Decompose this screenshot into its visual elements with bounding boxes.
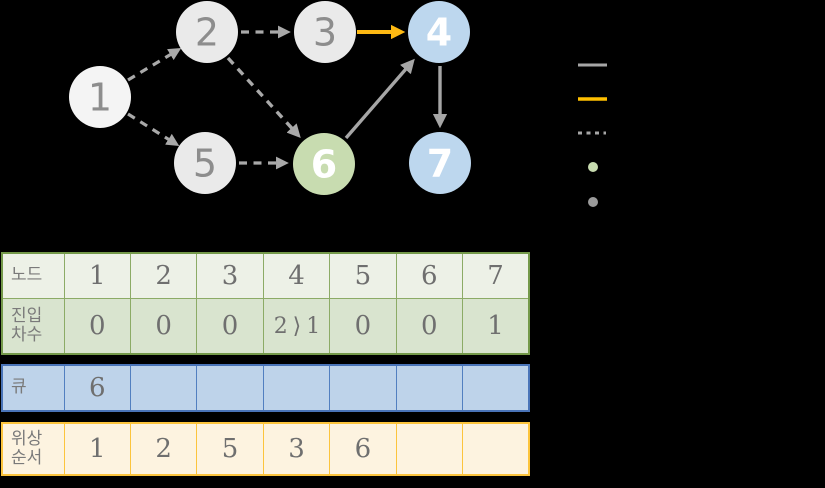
node-cell: 3: [196, 252, 264, 299]
indegree-cell: 0: [129, 298, 198, 355]
order-cell: 6: [329, 422, 397, 476]
indegree-cell: 0: [196, 298, 264, 355]
edge-2-6: [226, 56, 301, 139]
queue-cell: 6: [63, 364, 131, 412]
queue-cell: [196, 364, 264, 412]
queue-cell: [395, 364, 464, 412]
edge-1-5: [127, 112, 180, 147]
graph-edges: [127, 24, 448, 170]
node-cell: 4: [262, 252, 331, 299]
legend-green-dot: [588, 162, 598, 172]
node-3-label: 3: [313, 10, 337, 54]
order-cell: 5: [196, 422, 264, 476]
order-row-label: 위상 순서: [1, 422, 65, 476]
node-cell: 2: [129, 252, 198, 299]
graph-node-7: 7: [409, 132, 471, 194]
indegree-cell: 0: [329, 298, 397, 355]
indegree-row-label: 진입 차수: [1, 298, 65, 355]
queue-cell: [462, 364, 530, 412]
order-label-line1: 위상: [11, 428, 43, 449]
node-cell: 7: [462, 252, 530, 299]
queue-cell: [262, 364, 331, 412]
node-1-label: 1: [88, 75, 112, 119]
node-indegree-table: 노드 1 2 3 4 5 6 7 진입 차수 0 0 0 2 ⟩ 1 0 0 1: [1, 252, 530, 355]
node-cell: 5: [329, 252, 397, 299]
queue-row-label: 큐: [1, 364, 65, 412]
indegree-label-line1: 진입: [11, 305, 43, 326]
legend: [578, 63, 607, 207]
order-cell: 1: [63, 422, 131, 476]
graph-node-4: 4: [408, 1, 470, 63]
node-cell: 6: [395, 252, 464, 299]
graph-nodes: 1 2 3 4 5 6 7: [69, 1, 471, 195]
order-cell: [462, 422, 530, 476]
node-5-label: 5: [193, 141, 217, 185]
graph-node-2: 2: [176, 1, 238, 63]
queue-row: 큐 6: [1, 364, 530, 412]
legend-gray-dot: [588, 197, 598, 207]
node-2-label: 2: [195, 10, 219, 54]
node-cell: 1: [63, 252, 131, 299]
indegree-cell: 1: [462, 298, 530, 355]
graph-node-6: 6: [293, 133, 355, 195]
indegree-cell-updated: 2 ⟩ 1: [262, 298, 331, 355]
graph-node-1: 1: [69, 66, 131, 128]
node-row-label: 노드: [1, 252, 65, 299]
indegree-row: 진입 차수 0 0 0 2 ⟩ 1 0 0 1: [1, 298, 530, 355]
order-cell: [395, 422, 464, 476]
queue-cell: [129, 364, 198, 412]
indegree-label-line2: 차수: [11, 325, 43, 345]
graph-node-3: 3: [294, 1, 356, 63]
node-4-label: 4: [426, 10, 452, 54]
edge-1-2: [127, 48, 182, 82]
order-row: 위상 순서 1 2 5 3 6: [1, 422, 530, 476]
indegree-cell: 0: [63, 298, 131, 355]
graph-node-5: 5: [174, 132, 236, 194]
topological-sort-graph: 1 2 3 4 5 6 7: [69, 1, 607, 207]
order-cell: 3: [262, 422, 331, 476]
indegree-cell: 0: [395, 298, 464, 355]
node-7-label: 7: [427, 141, 453, 185]
edge-6-4: [344, 58, 415, 140]
node-row: 노드 1 2 3 4 5 6 7: [1, 252, 530, 299]
order-cell: 2: [129, 422, 198, 476]
topological-order-table: 위상 순서 1 2 5 3 6: [1, 422, 530, 476]
order-label-line2: 순서: [11, 448, 43, 468]
node-6-label: 6: [311, 142, 337, 186]
queue-table: 큐 6: [1, 364, 530, 412]
queue-cell: [329, 364, 397, 412]
